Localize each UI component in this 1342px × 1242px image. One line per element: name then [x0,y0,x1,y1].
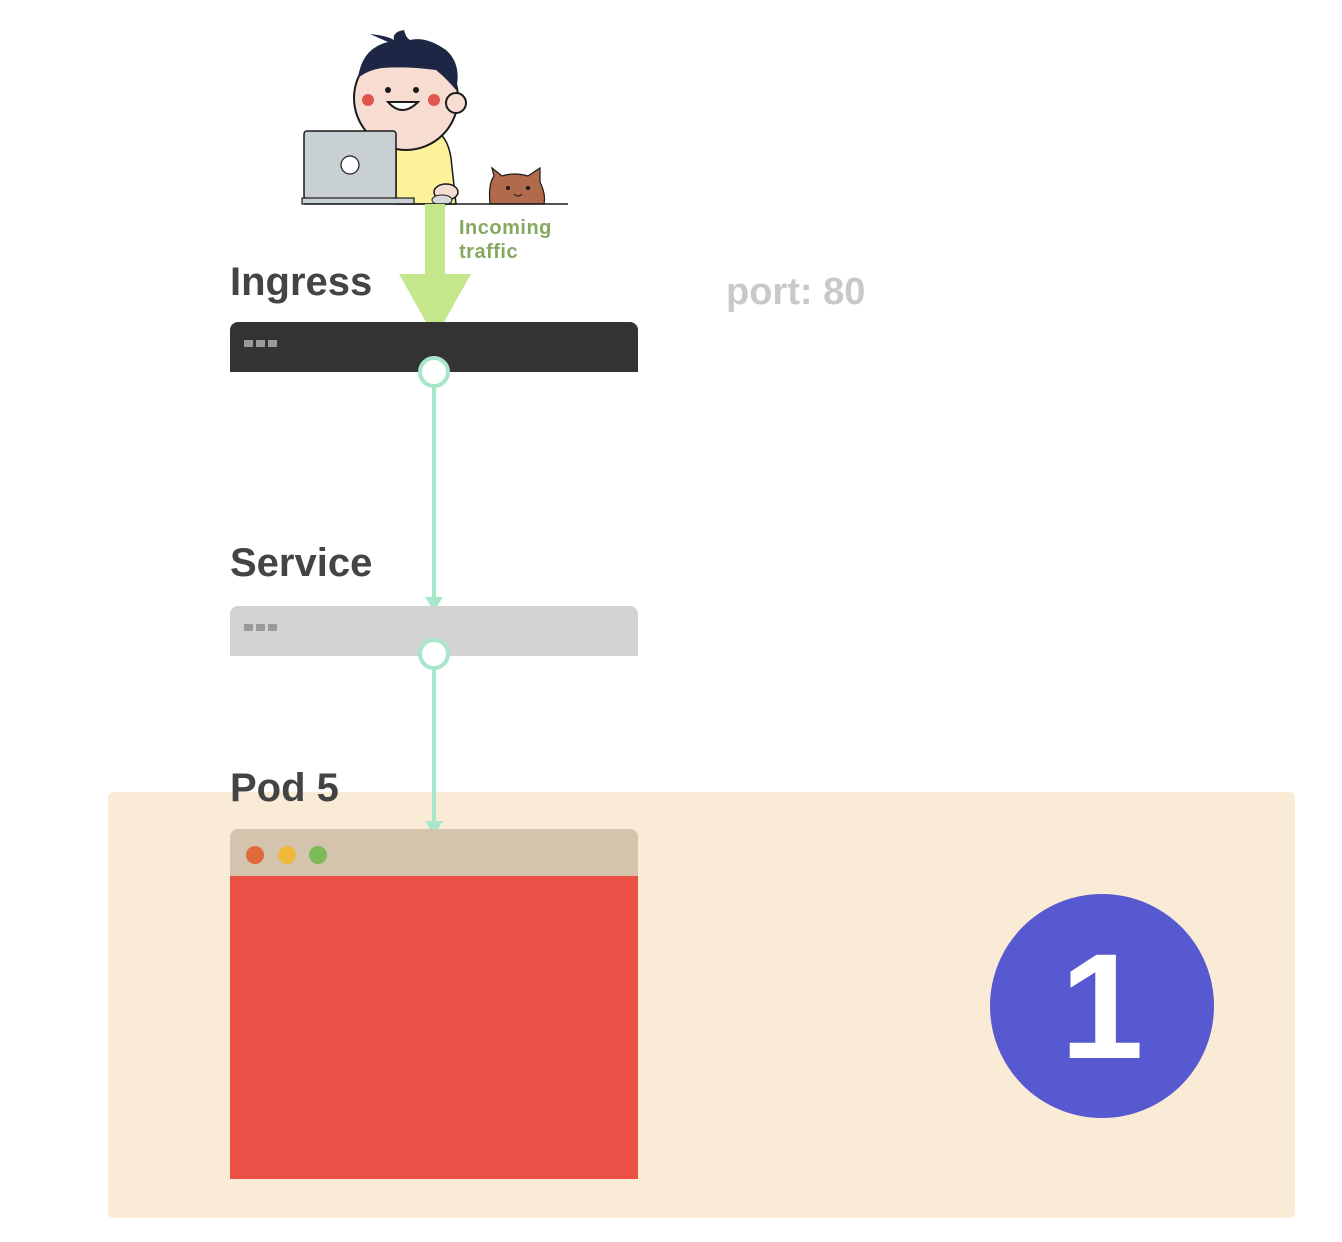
developer-with-laptop-illustration [301,30,568,206]
step-number-badge: 1 [990,894,1214,1118]
incoming-traffic-label: Incoming traffic [459,216,552,264]
service-connection-node [418,638,450,670]
pod-heading: Pod 5 [230,766,339,810]
port-label: port: 80 [726,271,866,313]
incoming-traffic-arrow [399,204,471,338]
service-to-pod-connector [425,655,443,835]
service-window-dots [244,619,280,633]
window-maximize-dot [309,846,327,864]
ingress-connection-node [418,356,450,388]
service-heading: Service [230,541,373,585]
incoming-traffic-line2: traffic [459,241,519,263]
pod-window [230,829,638,1179]
window-minimize-dot [278,846,296,864]
window-close-dot [246,846,264,864]
incoming-traffic-line1: Incoming [459,217,552,239]
step-number: 1 [1060,922,1144,1090]
ingress-to-service-connector [425,372,443,611]
ingress-heading: Ingress [230,260,373,304]
ingress-window-dots [244,335,280,349]
pod-window-titlebar [230,829,638,876]
pod-window-body [230,876,638,1179]
